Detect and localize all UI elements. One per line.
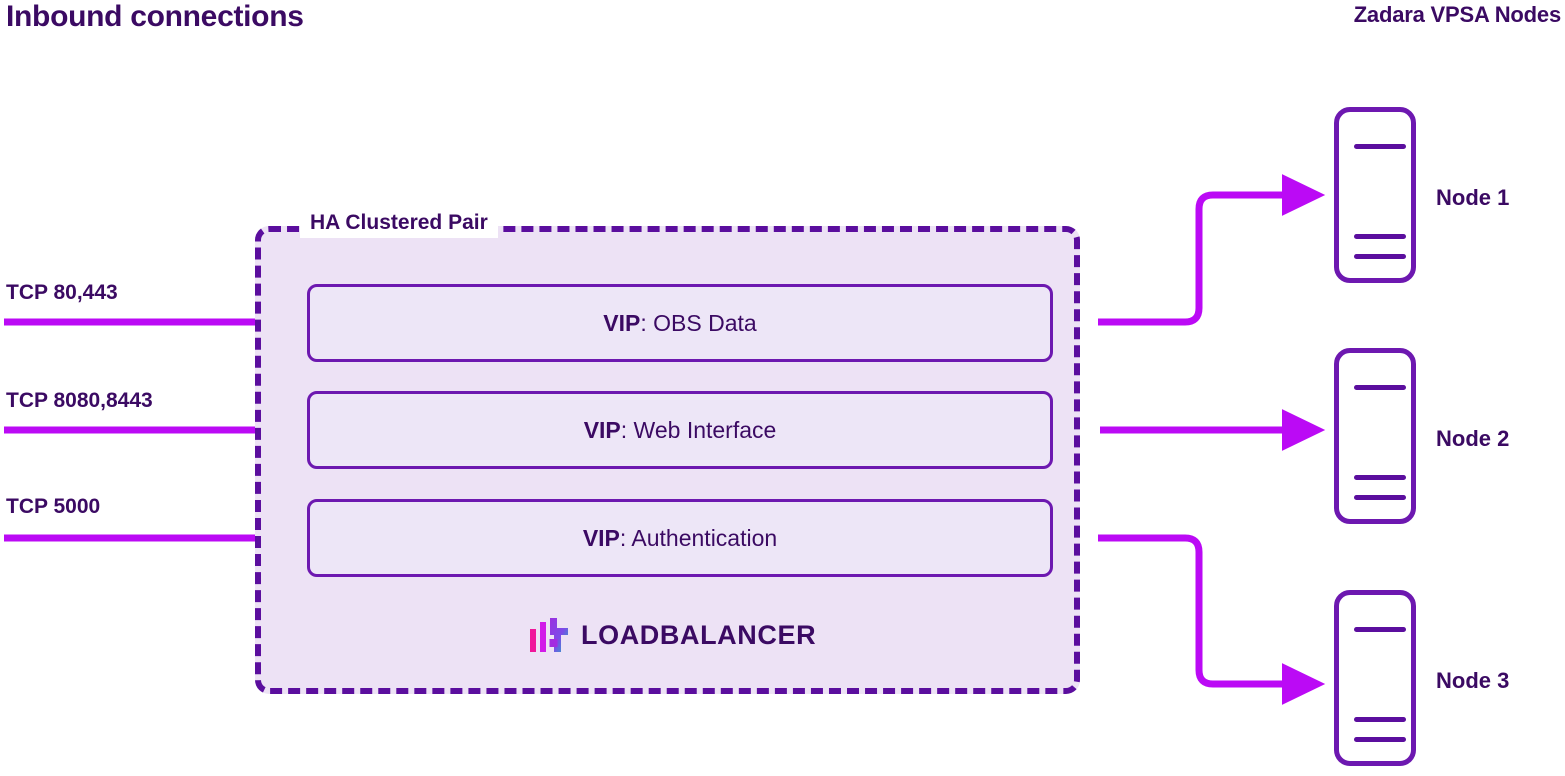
vip-separator: : <box>640 309 654 336</box>
outbound-connector-node-1 <box>1098 174 1326 326</box>
inbound-port-label-0: TCP 80,443 <box>6 281 118 304</box>
loadbalancer-logo: LOADBALANCER <box>530 618 816 652</box>
node-line-bottom <box>1354 495 1406 500</box>
vip-box-label: VIP: Authentication <box>583 525 777 552</box>
node-label: Node 3 <box>1436 668 1510 693</box>
node-line-top <box>1354 385 1406 390</box>
node-1[interactable]: Node 1 <box>1334 107 1509 283</box>
node-line-mid <box>1354 717 1406 722</box>
inbound-port-label-1: TCP 8080,8443 <box>6 389 153 412</box>
server-node-icon <box>1334 590 1416 766</box>
node-2[interactable]: Node 2 <box>1334 348 1509 524</box>
vip-value: OBS Data <box>653 309 757 336</box>
vip-separator: : <box>619 524 632 551</box>
node-3[interactable]: Node 3 <box>1334 590 1509 766</box>
node-label: Node 1 <box>1436 185 1510 210</box>
node-line-mid <box>1354 234 1406 239</box>
ha-clustered-pair-label: HA Clustered Pair <box>300 208 498 238</box>
vip-key: VIP <box>582 524 620 551</box>
vip-value: Authentication <box>631 524 778 551</box>
node-label: Node 2 <box>1436 426 1510 451</box>
vip-box-web-interface[interactable]: VIP: Web Interface <box>307 391 1053 469</box>
vip-box-obs-data[interactable]: VIP: OBS Data <box>307 284 1053 362</box>
node-line-bottom <box>1354 737 1406 742</box>
node-line-bottom <box>1354 254 1406 259</box>
inbound-port-label-2: TCP 5000 <box>6 495 101 518</box>
vip-value: Web Interface <box>633 416 777 443</box>
page-title-zadara-vpsa-nodes: Zadara VPSA Nodes <box>1353 2 1562 27</box>
vip-box-label: VIP: OBS Data <box>603 310 756 337</box>
outbound-connector-node-3 <box>1098 534 1326 705</box>
loadbalancer-bars-icon <box>530 618 568 652</box>
loadbalancer-wordmark: LOADBALANCER <box>581 619 817 650</box>
vip-separator: : <box>620 416 634 443</box>
page-title-inbound-connections: Inbound connections <box>6 0 304 33</box>
vip-box-authentication[interactable]: VIP: Authentication <box>307 499 1053 577</box>
server-node-icon <box>1334 107 1416 283</box>
vip-box-label: VIP: Web Interface <box>584 417 777 444</box>
vip-key: VIP <box>583 416 621 443</box>
node-line-mid <box>1354 475 1406 480</box>
node-line-top <box>1354 627 1406 632</box>
vip-key: VIP <box>603 309 641 336</box>
server-node-icon <box>1334 348 1416 524</box>
node-line-top <box>1354 144 1406 149</box>
